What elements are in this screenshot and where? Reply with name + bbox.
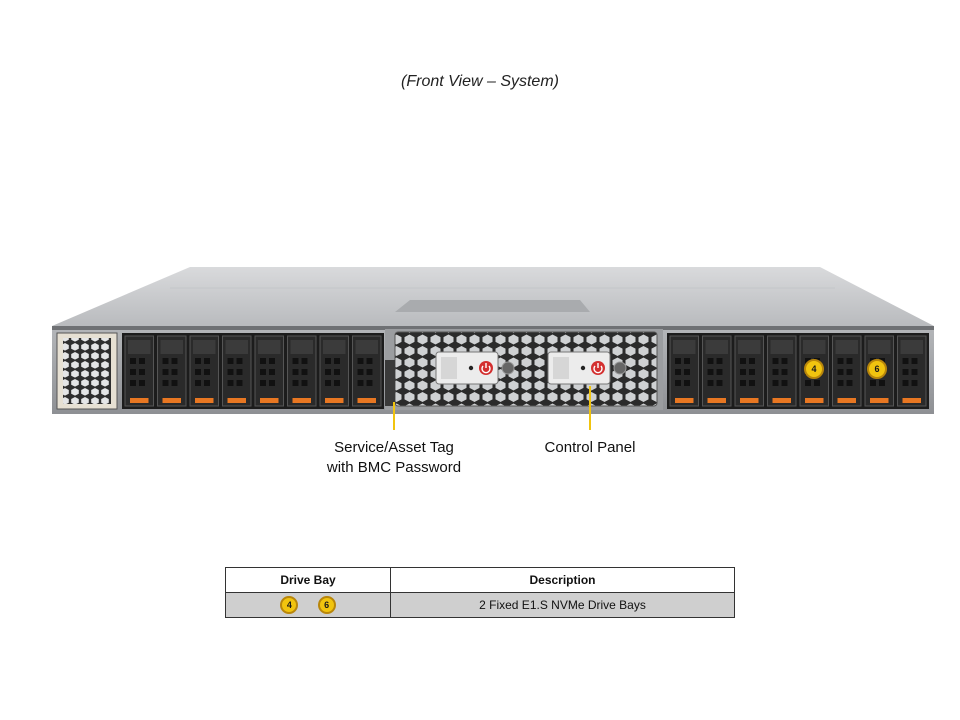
drive-carrier [352, 335, 382, 407]
table-row: 4 6 2 Fixed E1.S NVMe Drive Bays [225, 592, 735, 618]
control-panel-label: Control Panel [544, 439, 636, 456]
server-front-view: 4 6 [52, 267, 934, 430]
drive-carrier [124, 335, 154, 407]
drive-bay-chip-6: 6 [317, 596, 336, 614]
figure-caption: (Front View – System) [401, 73, 559, 90]
drive-carrier [734, 335, 764, 407]
service-asset-tag [385, 360, 395, 406]
cell-drive-bays: 4 6 [225, 592, 391, 618]
service-tag-label: Service/Asset Tag with BMC Password [300, 438, 488, 478]
service-tag-line1: Service/Asset Tag [334, 439, 454, 456]
drive-bay-chip-4: 4 [280, 596, 299, 614]
drive-carrier [897, 335, 927, 407]
table-header-row: Drive Bay Description [225, 567, 735, 593]
drive-carrier [669, 335, 699, 407]
drive-carrier [189, 335, 219, 407]
badge-label: 6 [874, 364, 879, 374]
drive-carrier [767, 335, 797, 407]
drive-carrier [222, 335, 252, 407]
left-drive-bays [122, 333, 384, 409]
cell-description: 2 Fixed E1.S NVMe Drive Bays [390, 592, 735, 618]
drive-carrier [254, 335, 284, 407]
drive-carrier [287, 335, 317, 407]
drive-bay-badge-6: 6 [867, 359, 887, 379]
chassis-top [52, 267, 934, 326]
service-tag-line2: with BMC Password [326, 459, 462, 476]
control-panel-left [435, 351, 499, 385]
right-drive-bays [667, 333, 929, 409]
badge-label: 4 [811, 364, 816, 374]
drive-carrier [702, 335, 732, 407]
header-drive-bay: Drive Bay [225, 567, 391, 593]
drive-bay-badge-4: 4 [804, 359, 824, 379]
drive-carrier [157, 335, 187, 407]
drive-bay-table: Drive Bay Description 4 6 2 Fixed E1.S N… [225, 567, 735, 618]
control-panel-right [547, 351, 611, 385]
drive-carrier [319, 335, 349, 407]
header-description: Description [390, 567, 735, 593]
drive-carrier [832, 335, 862, 407]
